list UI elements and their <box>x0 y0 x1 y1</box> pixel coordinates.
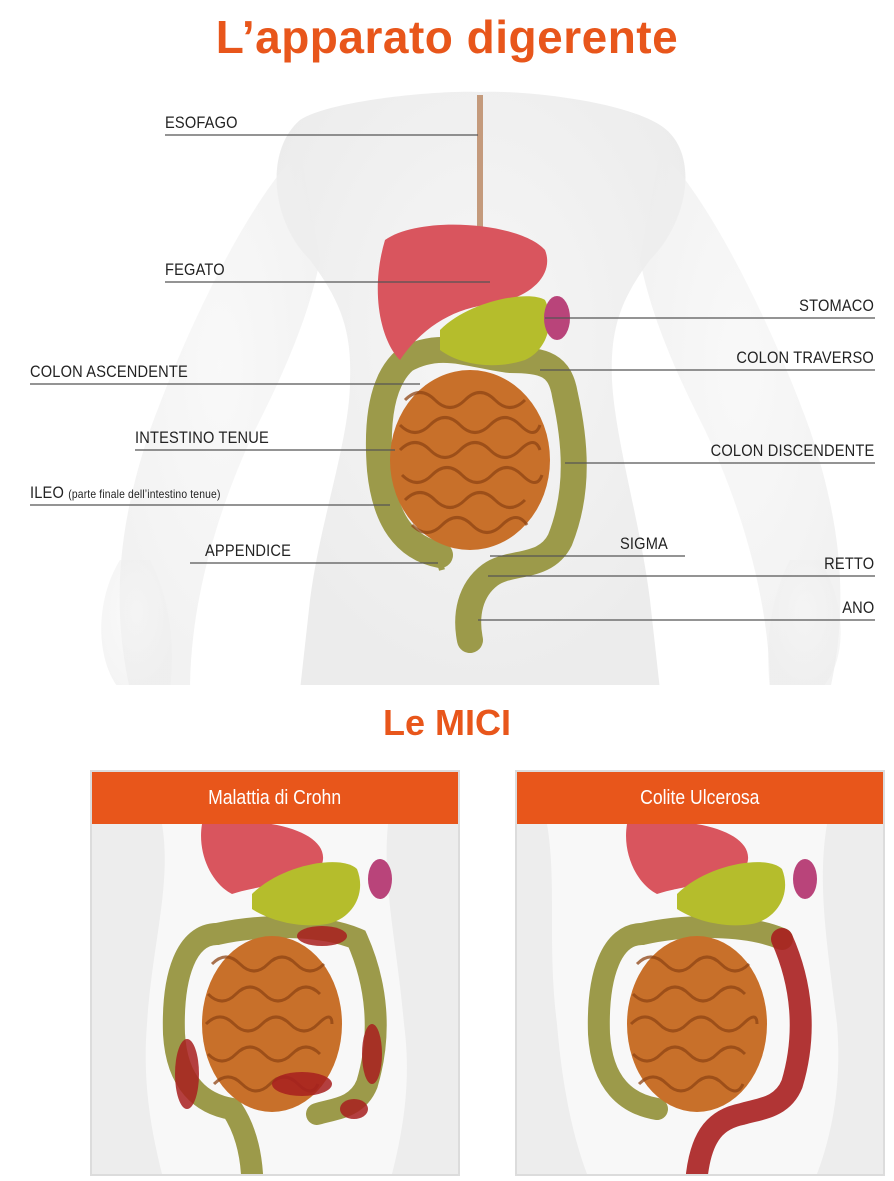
colite-illustration <box>517 824 883 1174</box>
crohn-illustration <box>92 824 458 1174</box>
crohn-panel-heading: Malattia di Crohn <box>92 772 458 824</box>
label-fegato: FEGATO <box>165 260 225 280</box>
label-ano: ANO <box>842 598 874 618</box>
label-colon-ascendente: COLON ASCENDENTE <box>30 362 188 382</box>
section-title: Le MICI <box>0 702 894 744</box>
label-retto: RETTO <box>824 554 874 574</box>
label-sigma: SIGMA <box>620 534 668 554</box>
colite-panel-heading: Colite Ulcerosa <box>517 772 883 824</box>
label-ileo: ILEO (parte finale dell’intestino tenue) <box>30 483 221 503</box>
label-stomaco: STOMACO <box>799 296 874 316</box>
page-title: L’apparato digerente <box>0 10 894 64</box>
crohn-panel: Malattia di Crohn <box>90 770 460 1176</box>
label-appendice: APPENDICE <box>205 541 291 561</box>
digestive-system-illustration <box>0 85 894 685</box>
label-intestino-tenue: INTESTINO TENUE <box>135 428 269 448</box>
label-esofago: ESOFAGO <box>165 113 238 133</box>
label-colon-traverso: COLON TRAVERSO <box>736 348 874 368</box>
label-colon-discendente: COLON DISCENDENTE <box>710 441 874 461</box>
colite-panel: Colite Ulcerosa <box>515 770 885 1176</box>
label-ileo-note: (parte finale dell’intestino tenue) <box>68 487 220 501</box>
